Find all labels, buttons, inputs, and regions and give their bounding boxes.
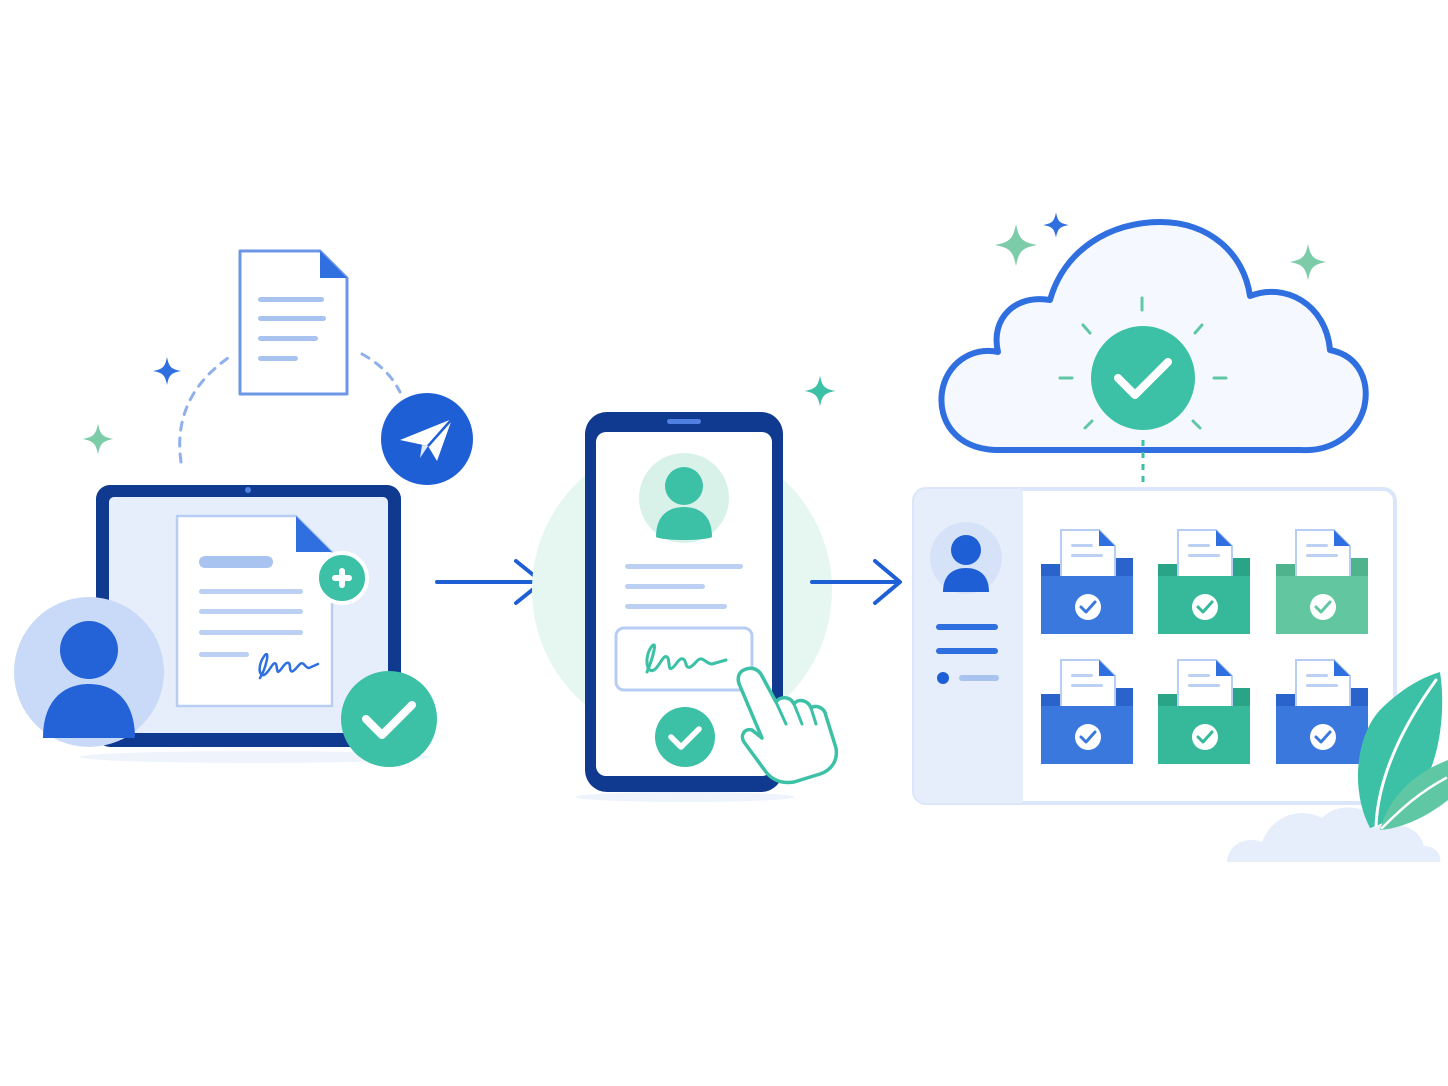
folder-check-icon <box>1310 594 1336 620</box>
sparkle-icon <box>804 375 836 407</box>
signature-field-icon <box>614 626 754 692</box>
folder-icon <box>1158 659 1250 764</box>
check-icon <box>341 671 437 767</box>
phone-text-line <box>625 564 743 569</box>
laptop-document <box>175 514 334 708</box>
arrow-right-icon <box>435 559 544 605</box>
folder-check-icon <box>1075 594 1101 620</box>
folder-check-icon <box>1310 724 1336 750</box>
dashboard-avatar-icon <box>930 522 1002 594</box>
step-prepare <box>14 249 473 767</box>
step-store <box>912 212 1448 862</box>
cloud-check-icon <box>1091 326 1195 430</box>
dashboard-menu-line <box>936 648 998 654</box>
folder-grid <box>1041 529 1368 764</box>
folder-icon <box>1276 659 1368 764</box>
sparkle-icon <box>82 423 114 455</box>
folder-icon <box>1041 529 1133 634</box>
laptop-shadow <box>80 751 430 763</box>
folder-check-icon <box>1075 724 1101 750</box>
phone-shadow <box>575 792 795 802</box>
cloud-rays <box>1058 296 1228 430</box>
step-sign <box>532 375 839 802</box>
sparkle-icon <box>153 357 181 385</box>
dashed-arc-right <box>360 352 402 394</box>
phone-text-line <box>625 604 727 609</box>
phone-text-line <box>625 584 705 589</box>
dashboard-menu-line <box>959 675 999 681</box>
folder-check-icon <box>1192 724 1218 750</box>
phone-check-icon <box>655 707 715 767</box>
folder-icon <box>1276 529 1368 634</box>
tap-hand-icon <box>736 666 839 785</box>
folder-icon <box>1158 529 1250 634</box>
sparkle-icon <box>995 224 1037 266</box>
phone-avatar-icon <box>639 453 729 543</box>
dashboard-menu-dot <box>937 672 949 684</box>
signature-icon <box>258 652 320 680</box>
sparkle-icon <box>1289 243 1327 281</box>
user-avatar-icon <box>14 597 164 747</box>
dashed-arc-left <box>178 356 230 464</box>
folder-icon <box>1041 659 1133 764</box>
dashboard-menu-line <box>936 624 998 630</box>
sparkle-icon <box>1043 212 1069 238</box>
arrow-right-icon <box>810 559 902 605</box>
folder-check-icon <box>1192 594 1218 620</box>
floating-document-icon <box>238 249 349 396</box>
send-icon <box>381 393 473 485</box>
add-plus-icon <box>315 551 369 605</box>
leaf-icon <box>1227 672 1448 862</box>
